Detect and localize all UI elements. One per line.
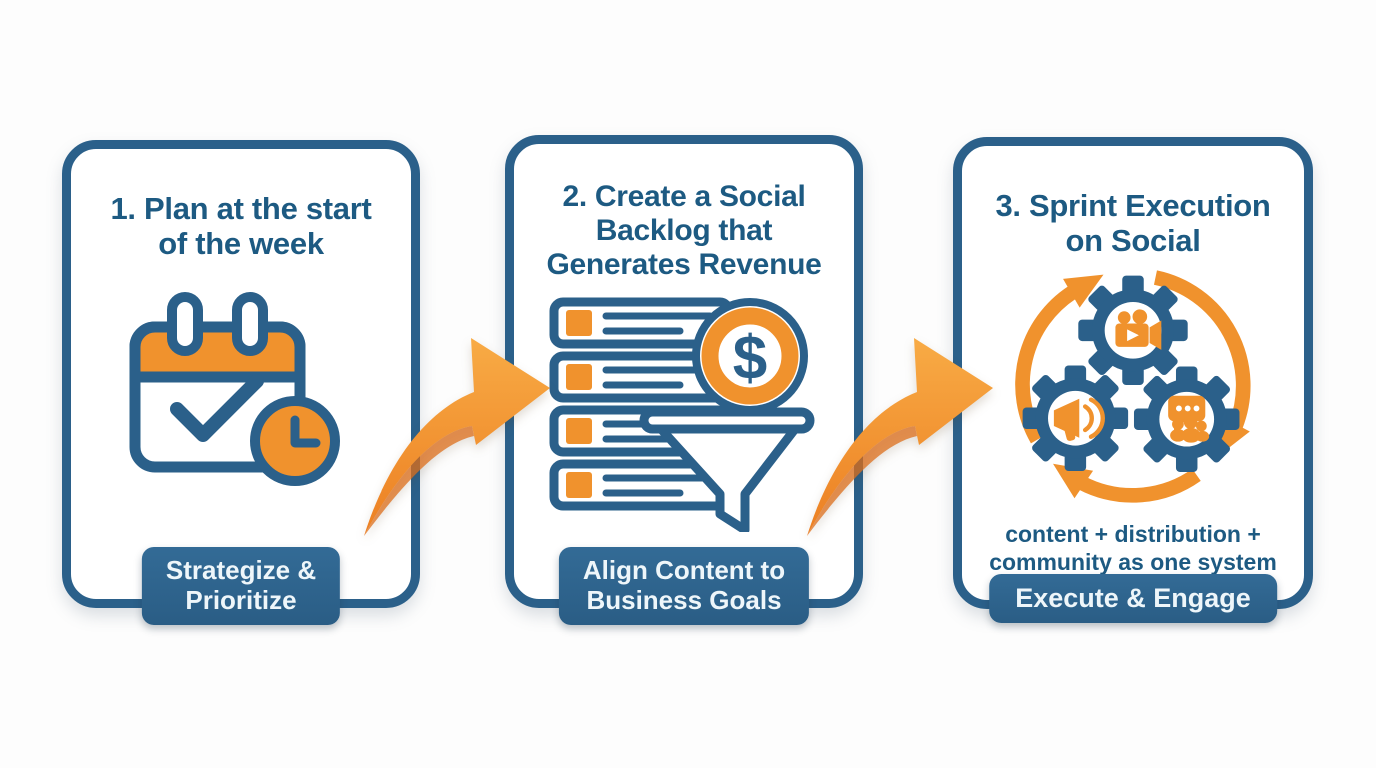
step-card-3: 3. Sprint Execution on Social — [953, 137, 1313, 623]
badge-line: Execute & Engage — [1015, 582, 1251, 613]
step-1-icon-row — [71, 289, 411, 491]
step-card-1: 1. Plan at the start of the week Strateg… — [62, 140, 420, 625]
caption-line: community as one system — [989, 549, 1277, 576]
step-3-badge: Execute & Engage — [989, 573, 1277, 623]
svg-text:$: $ — [733, 324, 767, 393]
title-line: 3. Sprint Execution — [995, 188, 1271, 223]
badge-line: Business Goals — [586, 585, 782, 616]
curved-arrow-right-icon — [807, 338, 993, 536]
community-speech-icon — [1168, 395, 1210, 443]
step-3-icon-row — [962, 260, 1304, 512]
backlog-dollar-funnel-icon: $ — [549, 297, 815, 532]
title-line: 1. Plan at the start — [110, 191, 372, 226]
distribution-gear — [1022, 365, 1129, 472]
badge-line: Align Content to — [582, 555, 786, 586]
caption-line: content + distribution + — [1005, 521, 1261, 548]
community-gear — [1133, 366, 1240, 472]
title-line: Backlog that — [595, 213, 773, 247]
content-gear — [1078, 275, 1188, 386]
gears-cycle-icon — [1015, 270, 1251, 503]
title-line: 2. Create a Social — [562, 180, 806, 213]
curved-arrow-right-icon — [364, 338, 550, 536]
step-2-title: 2. Create a Social Backlog that Generate… — [514, 180, 854, 282]
step-3-title: 3. Sprint Execution on Social — [962, 188, 1304, 258]
title-line: on Social — [1065, 223, 1201, 259]
step-card-2: 2. Create a Social Backlog that Generate… — [505, 135, 863, 625]
step-1-badge: Strategize & Prioritize — [141, 547, 341, 625]
step-3-caption: content + distribution + community as on… — [962, 520, 1304, 576]
title-line: of the week — [158, 226, 324, 262]
megaphone-icon — [1053, 397, 1105, 441]
step-2-badge: Align Content to Business Goals — [558, 547, 810, 625]
calendar-check-clock-icon — [129, 292, 340, 487]
step-2-icon-row: $ — [514, 294, 854, 532]
badge-line: Strategize & — [165, 555, 317, 586]
title-line: Generates Revenue — [546, 247, 822, 281]
badge-line: Prioritize — [185, 585, 297, 616]
step-1-title: 1. Plan at the start of the week — [71, 191, 411, 261]
